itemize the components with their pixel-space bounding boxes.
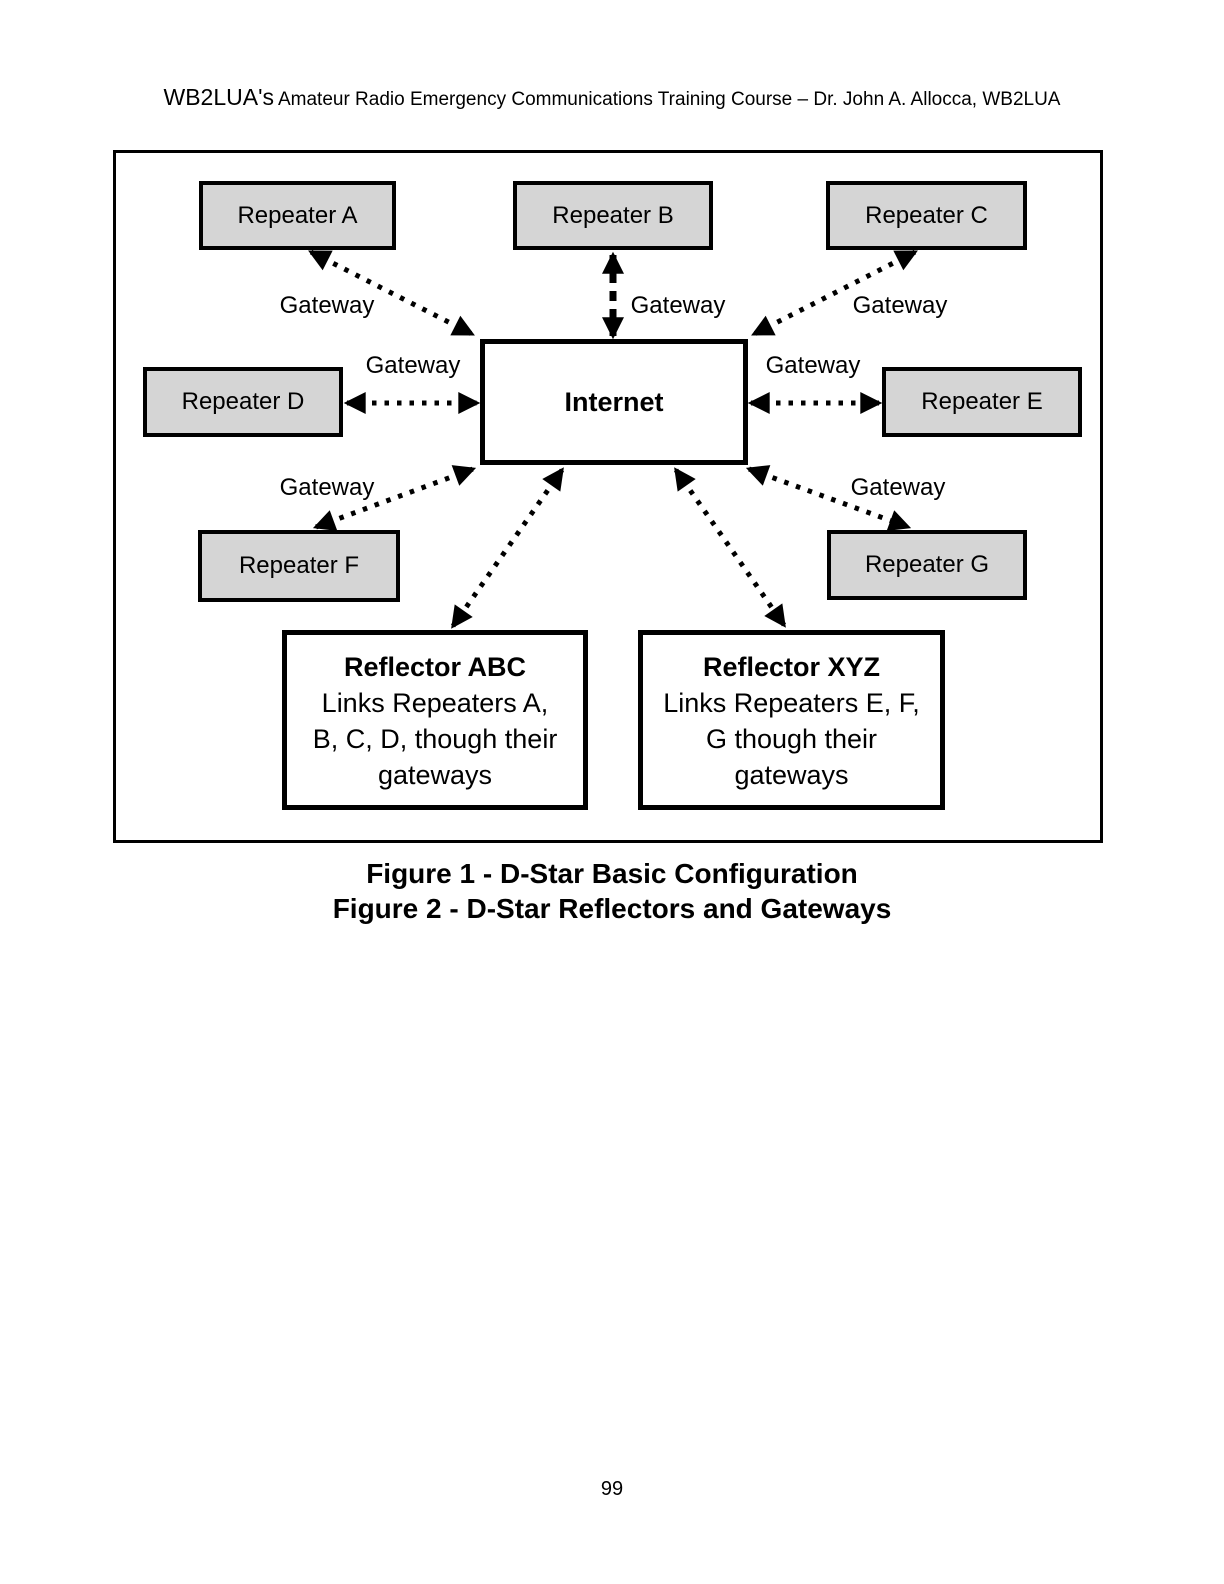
reflector-title: Reflector XYZ bbox=[702, 652, 881, 682]
node-repeater-c: Repeater C bbox=[826, 181, 1027, 250]
gateway-label-f: Gateway bbox=[279, 474, 375, 501]
node-label: Repeater D bbox=[181, 388, 305, 415]
node-repeater-d: Repeater D bbox=[143, 367, 343, 437]
figure-caption-line2: Figure 2 - D-Star Reflectors and Gateway… bbox=[332, 893, 892, 924]
figure-caption-line1: Figure 1 - D-Star Basic Configuration bbox=[366, 858, 858, 889]
node-repeater-g: Repeater G bbox=[827, 530, 1027, 600]
reflector-line: G though their bbox=[705, 724, 878, 754]
gateway-label-g: Gateway bbox=[850, 474, 946, 501]
reflector-title: Reflector ABC bbox=[343, 652, 527, 682]
node-reflector-abc: Reflector ABC Links Repeaters A, B, C, D… bbox=[282, 630, 588, 810]
node-label: Repeater F bbox=[238, 552, 360, 579]
reflector-line: gateways bbox=[734, 760, 849, 790]
gateway-label-d: Gateway bbox=[365, 352, 461, 379]
gateway-label-a: Gateway bbox=[279, 292, 375, 319]
node-label: Repeater G bbox=[864, 551, 990, 578]
node-repeater-a: Repeater A bbox=[199, 181, 396, 250]
node-label: Repeater A bbox=[237, 201, 358, 229]
reflector-line: Links Repeaters E, F, bbox=[663, 688, 920, 718]
node-internet: Internet bbox=[480, 339, 748, 465]
gateway-label-c: Gateway bbox=[852, 292, 948, 319]
node-repeater-f: Repeater F bbox=[198, 530, 400, 602]
node-repeater-e: Repeater E bbox=[882, 367, 1082, 437]
reflector-line: gateways bbox=[377, 760, 493, 790]
gateway-label-b: Gateway bbox=[630, 292, 726, 319]
page-number: 99 bbox=[600, 1478, 624, 1500]
node-label: Repeater C bbox=[865, 201, 988, 229]
reflector-line: B, C, D, though their bbox=[312, 724, 558, 754]
diagram-frame bbox=[113, 150, 1103, 843]
node-label: Repeater B bbox=[552, 201, 674, 229]
gateway-label-e: Gateway bbox=[765, 352, 861, 379]
node-repeater-b: Repeater B bbox=[513, 181, 713, 250]
node-label: Internet bbox=[564, 386, 664, 417]
figure-caption: Figure 1 - D-Star Basic Configuration Fi… bbox=[0, 856, 1224, 926]
reflector-line: Links Repeaters A, bbox=[321, 688, 549, 718]
node-reflector-xyz: Reflector XYZ Links Repeaters E, F, G th… bbox=[638, 630, 945, 810]
header-title: Amateur Radio Emergency Communications T… bbox=[277, 89, 1061, 110]
node-label: Repeater E bbox=[921, 388, 1043, 415]
header-callsign: WB2LUA's bbox=[163, 84, 274, 110]
